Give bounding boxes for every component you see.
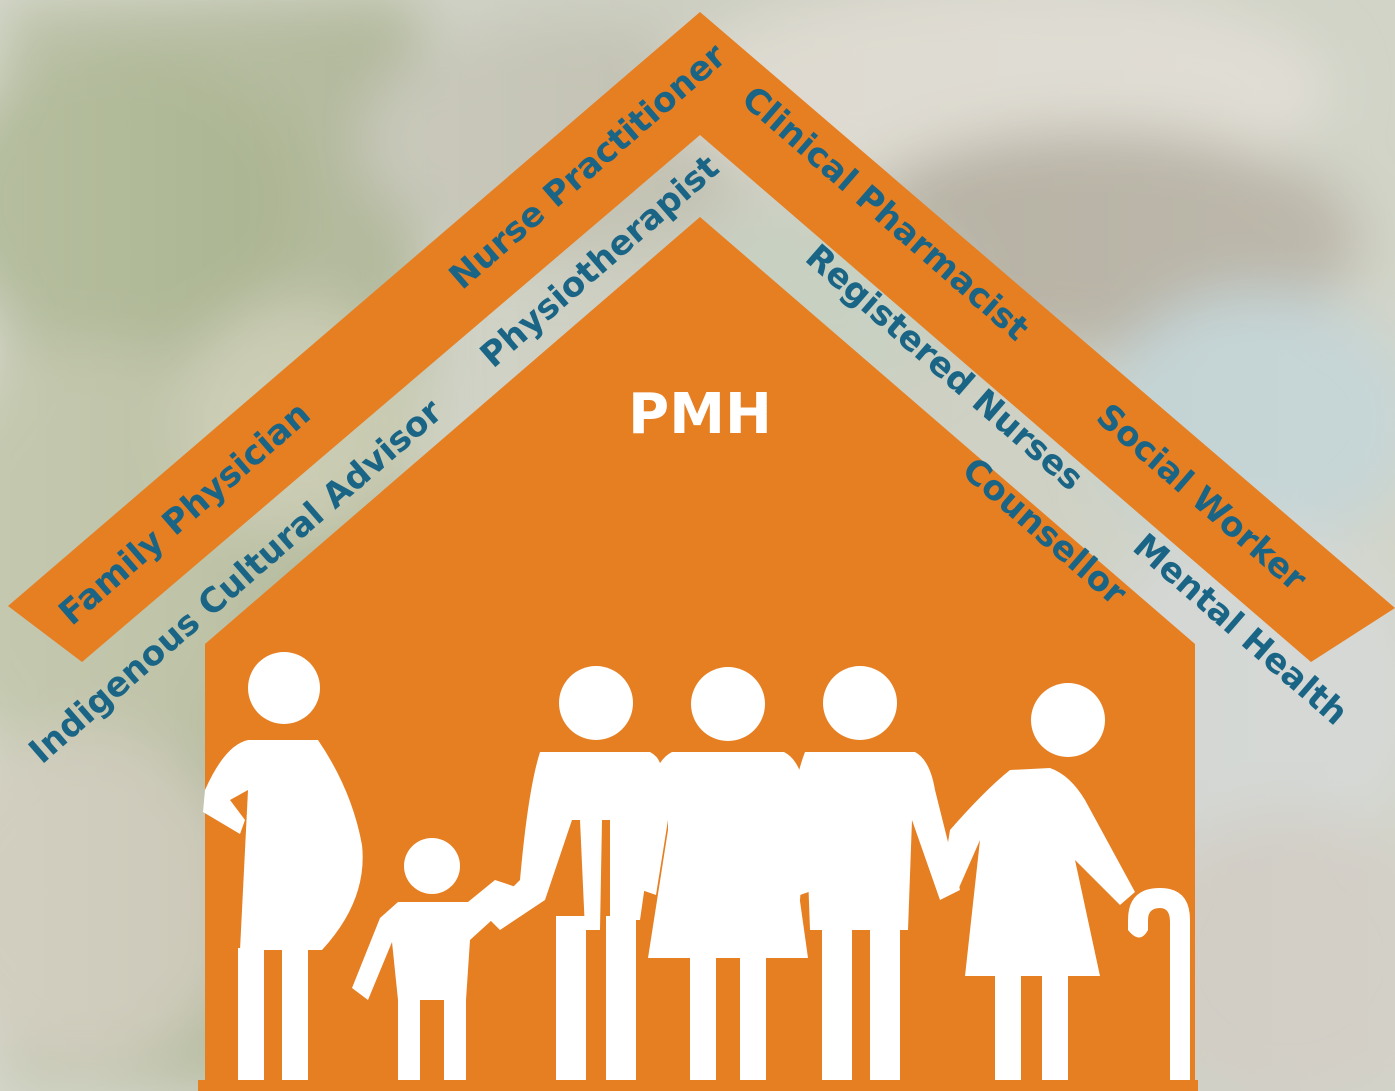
man-icon (485, 666, 662, 1082)
roof-band (8, 12, 1395, 662)
pmh-label: PMH (628, 382, 772, 447)
pregnant-woman-icon (203, 652, 363, 1082)
ground-line (198, 1080, 1198, 1091)
child-icon (352, 838, 525, 1082)
man-icon (780, 666, 960, 1082)
elderly-woman-with-cane-icon (942, 683, 1190, 1082)
woman-icon (636, 667, 820, 1082)
